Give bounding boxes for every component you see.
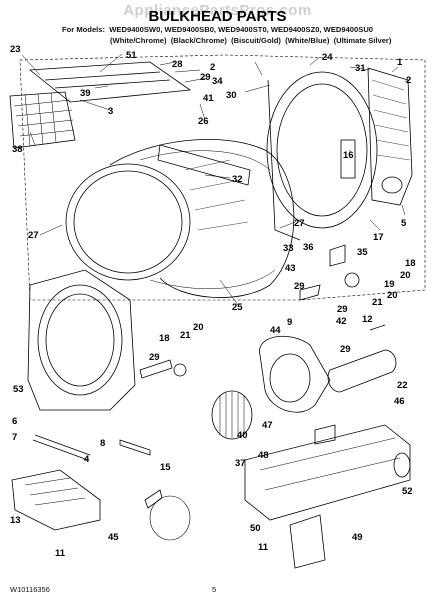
- callout-6: 6: [12, 416, 17, 427]
- callout-17: 17: [373, 232, 384, 243]
- callout-27b: 27: [294, 218, 305, 229]
- variants-line: (White/Chrome) (Black/Chrome) (Biscuit/G…: [110, 36, 392, 45]
- heater-box: [367, 67, 413, 206]
- exhaust-duct: [327, 349, 397, 393]
- callout-21a: 21: [372, 297, 383, 308]
- callout-36: 36: [303, 242, 314, 253]
- blower-housing: [259, 336, 331, 413]
- drum-body: [109, 138, 295, 298]
- callout-1: 1: [397, 57, 403, 68]
- callout-32: 32: [232, 174, 243, 185]
- callout-53: 53: [13, 384, 24, 395]
- callout-52: 52: [402, 486, 413, 497]
- callout-38: 38: [12, 144, 23, 155]
- callout-44: 44: [270, 325, 281, 336]
- callout-9: 9: [287, 317, 292, 328]
- callout-48: 48: [258, 450, 269, 461]
- callout-47: 47: [262, 420, 273, 431]
- filter-housing-part: [28, 61, 192, 103]
- callout-49: 49: [352, 532, 363, 543]
- callout-29c: 29: [337, 304, 348, 315]
- callout-20c: 20: [193, 322, 204, 333]
- callout-30: 30: [226, 90, 237, 101]
- callout-20a: 20: [400, 270, 411, 281]
- blower-wheel: [211, 390, 253, 440]
- callout-13: 13: [10, 515, 21, 526]
- callout-4: 4: [84, 454, 90, 465]
- callout-21b: 21: [180, 330, 191, 341]
- callout-29b: 29: [294, 281, 305, 292]
- callout-41: 41: [203, 93, 214, 104]
- front-bulkhead: [27, 269, 136, 411]
- callout-23: 23: [10, 44, 21, 55]
- callout-5: 5: [401, 218, 407, 229]
- callout-11b: 11: [55, 548, 66, 559]
- callout-35: 35: [357, 247, 368, 258]
- callout-25: 25: [232, 302, 243, 313]
- callout-33: 33: [283, 243, 294, 254]
- callout-16: 16: [343, 150, 354, 161]
- callout-40: 40: [237, 430, 248, 441]
- callout-12: 12: [362, 314, 373, 325]
- callout-10: 29: [149, 352, 160, 363]
- callout-20b: 20: [387, 290, 398, 301]
- callout-28: 28: [172, 59, 183, 70]
- callout-19: 19: [384, 279, 395, 290]
- callout-8: 8: [100, 438, 105, 449]
- front-vent-part: [11, 469, 101, 531]
- callout-2a: 2: [210, 62, 215, 73]
- burner-channel: [244, 424, 411, 521]
- callout-50: 50: [250, 523, 261, 534]
- callout-29d: 29: [340, 344, 351, 355]
- callout-26: 26: [198, 116, 209, 127]
- page-title: BULKHEAD PARTS: [148, 8, 287, 25]
- callout-46: 46: [394, 396, 405, 407]
- page-number: 5: [212, 585, 217, 594]
- callout-43: 43: [285, 263, 296, 274]
- callout-11a: 11: [258, 542, 269, 553]
- callout-22: 22: [397, 380, 408, 391]
- lint-screen-part: [9, 91, 76, 149]
- callout-39: 39: [80, 88, 91, 99]
- callout-34: 34: [212, 76, 223, 87]
- callout-27a: 27: [28, 230, 39, 241]
- callout-3: 3: [108, 106, 113, 117]
- watermark: AppliancePartsPros.com: [123, 2, 312, 19]
- callout-2b: 2: [406, 75, 411, 86]
- rear-bulkhead: [266, 71, 378, 229]
- drum-front-ring: [65, 163, 191, 281]
- models-line: For Models: WED9400SW0, WED9400SB0, WED9…: [62, 25, 374, 34]
- callout-18a: 18: [405, 258, 416, 269]
- glide-part: [34, 434, 91, 456]
- callout-29a: 29: [200, 72, 211, 83]
- callout-51: 51: [126, 50, 137, 61]
- callout-42: 42: [336, 316, 347, 327]
- callout-37: 37: [235, 458, 246, 469]
- callout-7: 7: [12, 432, 17, 443]
- callout-24: 24: [322, 52, 333, 63]
- callout-45: 45: [108, 532, 119, 543]
- callout-18b: 18: [159, 333, 170, 344]
- callout-31: 31: [355, 63, 366, 74]
- document-code: W10116356: [10, 585, 50, 594]
- callout-15: 15: [160, 462, 171, 473]
